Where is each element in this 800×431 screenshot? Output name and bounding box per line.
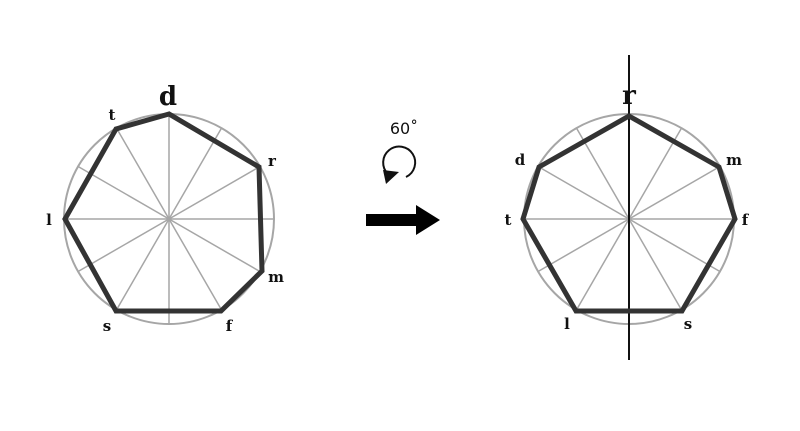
right-spoke (628, 165, 721, 220)
left-figure: d t r l m s f (46, 82, 284, 335)
right-spoke (537, 165, 630, 220)
left-label-s: s (103, 317, 111, 335)
left-spoke (115, 127, 170, 220)
right-label-s: s (684, 315, 692, 333)
right-label-r: r (622, 81, 636, 111)
left-spoke (77, 218, 170, 273)
left-label-t: t (109, 106, 116, 124)
right-label-d: d (515, 151, 526, 169)
rotation-arc-icon (382, 145, 417, 178)
right-polygon (520, 113, 738, 314)
right-label-f: f (742, 211, 750, 229)
right-spoke (537, 218, 630, 273)
right-spoke (628, 218, 721, 273)
left-polygon (62, 111, 265, 314)
rotation-arrowhead-icon (383, 170, 399, 184)
left-spoke (168, 165, 261, 220)
left-label-m: m (268, 268, 284, 286)
right-spoke (575, 218, 630, 311)
left-label-l: l (46, 211, 52, 229)
left-label-r: r (268, 152, 277, 170)
right-label-l: l (564, 315, 570, 333)
rotation-angle-label: 60˚ (390, 119, 418, 138)
left-spoke (168, 218, 223, 311)
rotation-indicator: 60˚ (382, 119, 418, 184)
left-spokes (64, 114, 274, 324)
left-spoke (77, 165, 170, 220)
left-spoke (168, 218, 261, 273)
left-spoke (168, 127, 223, 220)
right-figure: r d m t f l s (505, 55, 750, 360)
left-spoke (115, 218, 170, 311)
left-label-f: f (226, 317, 234, 335)
transform-arrow-icon (366, 205, 440, 235)
left-label-d: d (159, 82, 177, 112)
right-spoke (628, 218, 683, 311)
right-label-t: t (505, 211, 512, 229)
right-label-m: m (726, 151, 742, 169)
